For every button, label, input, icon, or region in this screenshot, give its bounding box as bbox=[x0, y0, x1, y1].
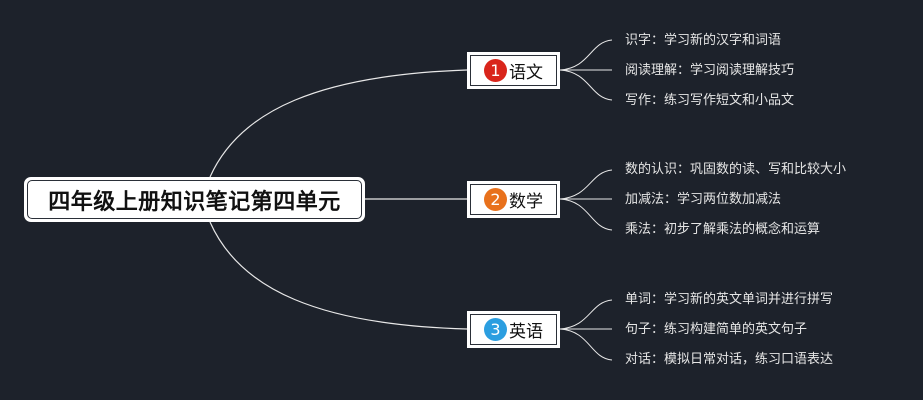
leaf-item-chinese-3[interactable]: 写作：练习写作短文和小品文 bbox=[625, 93, 795, 108]
leaf-item-chinese-1[interactable]: 识字：学习新的汉字和词语 bbox=[625, 33, 782, 48]
topic-label: 英语 bbox=[509, 322, 543, 342]
leaf-item-english-3[interactable]: 对话：模拟日常对话，练习口语表达 bbox=[625, 352, 834, 367]
topic-label: 语文 bbox=[509, 63, 543, 83]
root-node-border bbox=[27, 180, 362, 219]
leaf-item-math-1[interactable]: 数的认识：巩固数的读、写和比较大小 bbox=[625, 162, 847, 177]
number-badge-icon: 3 bbox=[484, 318, 507, 341]
connector-root-to-english bbox=[209, 221, 468, 330]
leaf-item-chinese-2[interactable]: 阅读理解：学习阅读理解技巧 bbox=[625, 63, 795, 78]
leaf-item-math-2[interactable]: 加减法：学习两位数加减法 bbox=[625, 192, 782, 207]
connector-english-leaf-1 bbox=[559, 299, 613, 330]
connector-math-leaf-1 bbox=[559, 169, 613, 200]
root-node[interactable]: 四年级上册知识笔记第四单元 bbox=[24, 177, 365, 222]
connector-chinese-leaf-3 bbox=[559, 69, 613, 101]
number-badge-icon: 1 bbox=[484, 59, 507, 82]
connector-root-to-chinese bbox=[209, 69, 468, 178]
number-badge-icon: 2 bbox=[484, 188, 507, 211]
connector-math-leaf-3 bbox=[559, 198, 613, 231]
topic-node-border bbox=[470, 184, 557, 215]
leaf-item-english-1[interactable]: 单词：学习新的英文单词并进行拼写 bbox=[625, 292, 834, 307]
leaf-item-english-2[interactable]: 句子：练习构建简单的英文句子 bbox=[625, 322, 808, 337]
leaf-item-math-3[interactable]: 乘法：初步了解乘法的概念和运算 bbox=[625, 222, 821, 237]
topic-label: 数学 bbox=[509, 192, 543, 212]
topic-node-chinese[interactable]: 1 语文 bbox=[467, 52, 560, 89]
connector-english-leaf-3 bbox=[559, 328, 613, 361]
connector-chinese-leaf-1 bbox=[559, 39, 613, 71]
topic-node-border bbox=[470, 314, 557, 345]
root-title: 四年级上册知识笔记第四单元 bbox=[48, 189, 341, 215]
topic-node-english[interactable]: 3 英语 bbox=[467, 311, 560, 348]
topic-node-math[interactable]: 2 数学 bbox=[467, 181, 560, 218]
topic-node-border bbox=[470, 55, 557, 86]
